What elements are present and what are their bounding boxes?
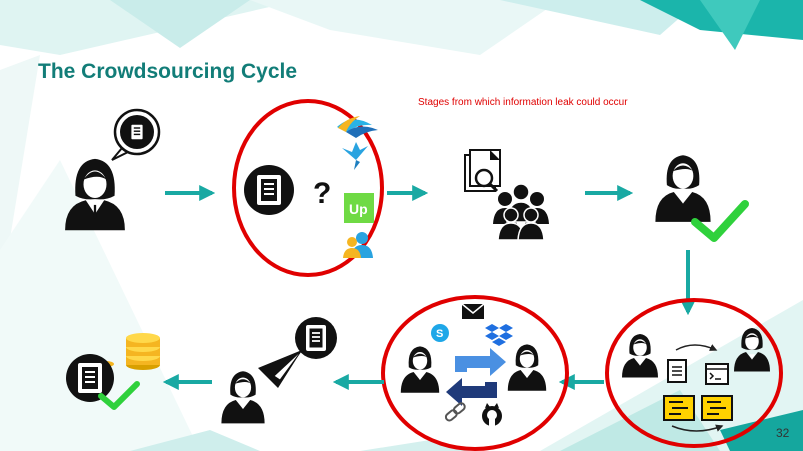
slide-title: The Crowdsourcing Cycle	[38, 60, 298, 83]
console-icon	[705, 363, 729, 385]
code-file-icon	[701, 395, 733, 421]
bird-logo-icon	[342, 142, 368, 170]
person-icon	[221, 371, 265, 424]
swap-arrow-icon	[446, 378, 497, 406]
upwork-logo-icon: Up	[344, 193, 374, 223]
task-document-icon	[244, 165, 294, 215]
github-icon	[482, 403, 502, 426]
requester-bubble-icon	[111, 108, 161, 161]
document-icon	[66, 354, 114, 402]
check-icon	[98, 381, 140, 410]
leak-circle-sharing	[381, 295, 569, 451]
dropbox-icon	[485, 324, 513, 346]
person-icon	[400, 346, 440, 393]
skype-icon: S	[431, 324, 449, 342]
check-icon	[691, 200, 749, 242]
person-icon	[734, 328, 770, 372]
crowd-icon	[493, 183, 549, 241]
svg-text:Up: Up	[349, 201, 368, 217]
question-mark: ?	[313, 177, 331, 210]
coins-icon	[98, 333, 160, 370]
link-icon	[444, 402, 466, 422]
page-number: 32	[776, 426, 790, 440]
requester-person-icon	[65, 158, 125, 231]
person-icon	[507, 344, 547, 391]
users-icon	[343, 232, 373, 258]
code-file-icon	[663, 395, 695, 421]
freelancer-logo-icon	[337, 116, 378, 138]
leak-circle-platforms	[232, 99, 384, 277]
document-icon	[295, 317, 337, 359]
paper-plane-icon	[258, 349, 303, 388]
leak-circle-collaboration	[605, 298, 783, 448]
swap-arrow-icon	[455, 348, 506, 376]
person-icon	[622, 334, 658, 378]
document-icon	[667, 359, 687, 383]
selected-worker-icon	[655, 155, 711, 222]
document-search-icon	[464, 149, 501, 193]
mail-icon	[461, 303, 485, 319]
svg-text:S: S	[436, 328, 443, 340]
leak-note: Stages from which information leak could…	[418, 97, 628, 108]
